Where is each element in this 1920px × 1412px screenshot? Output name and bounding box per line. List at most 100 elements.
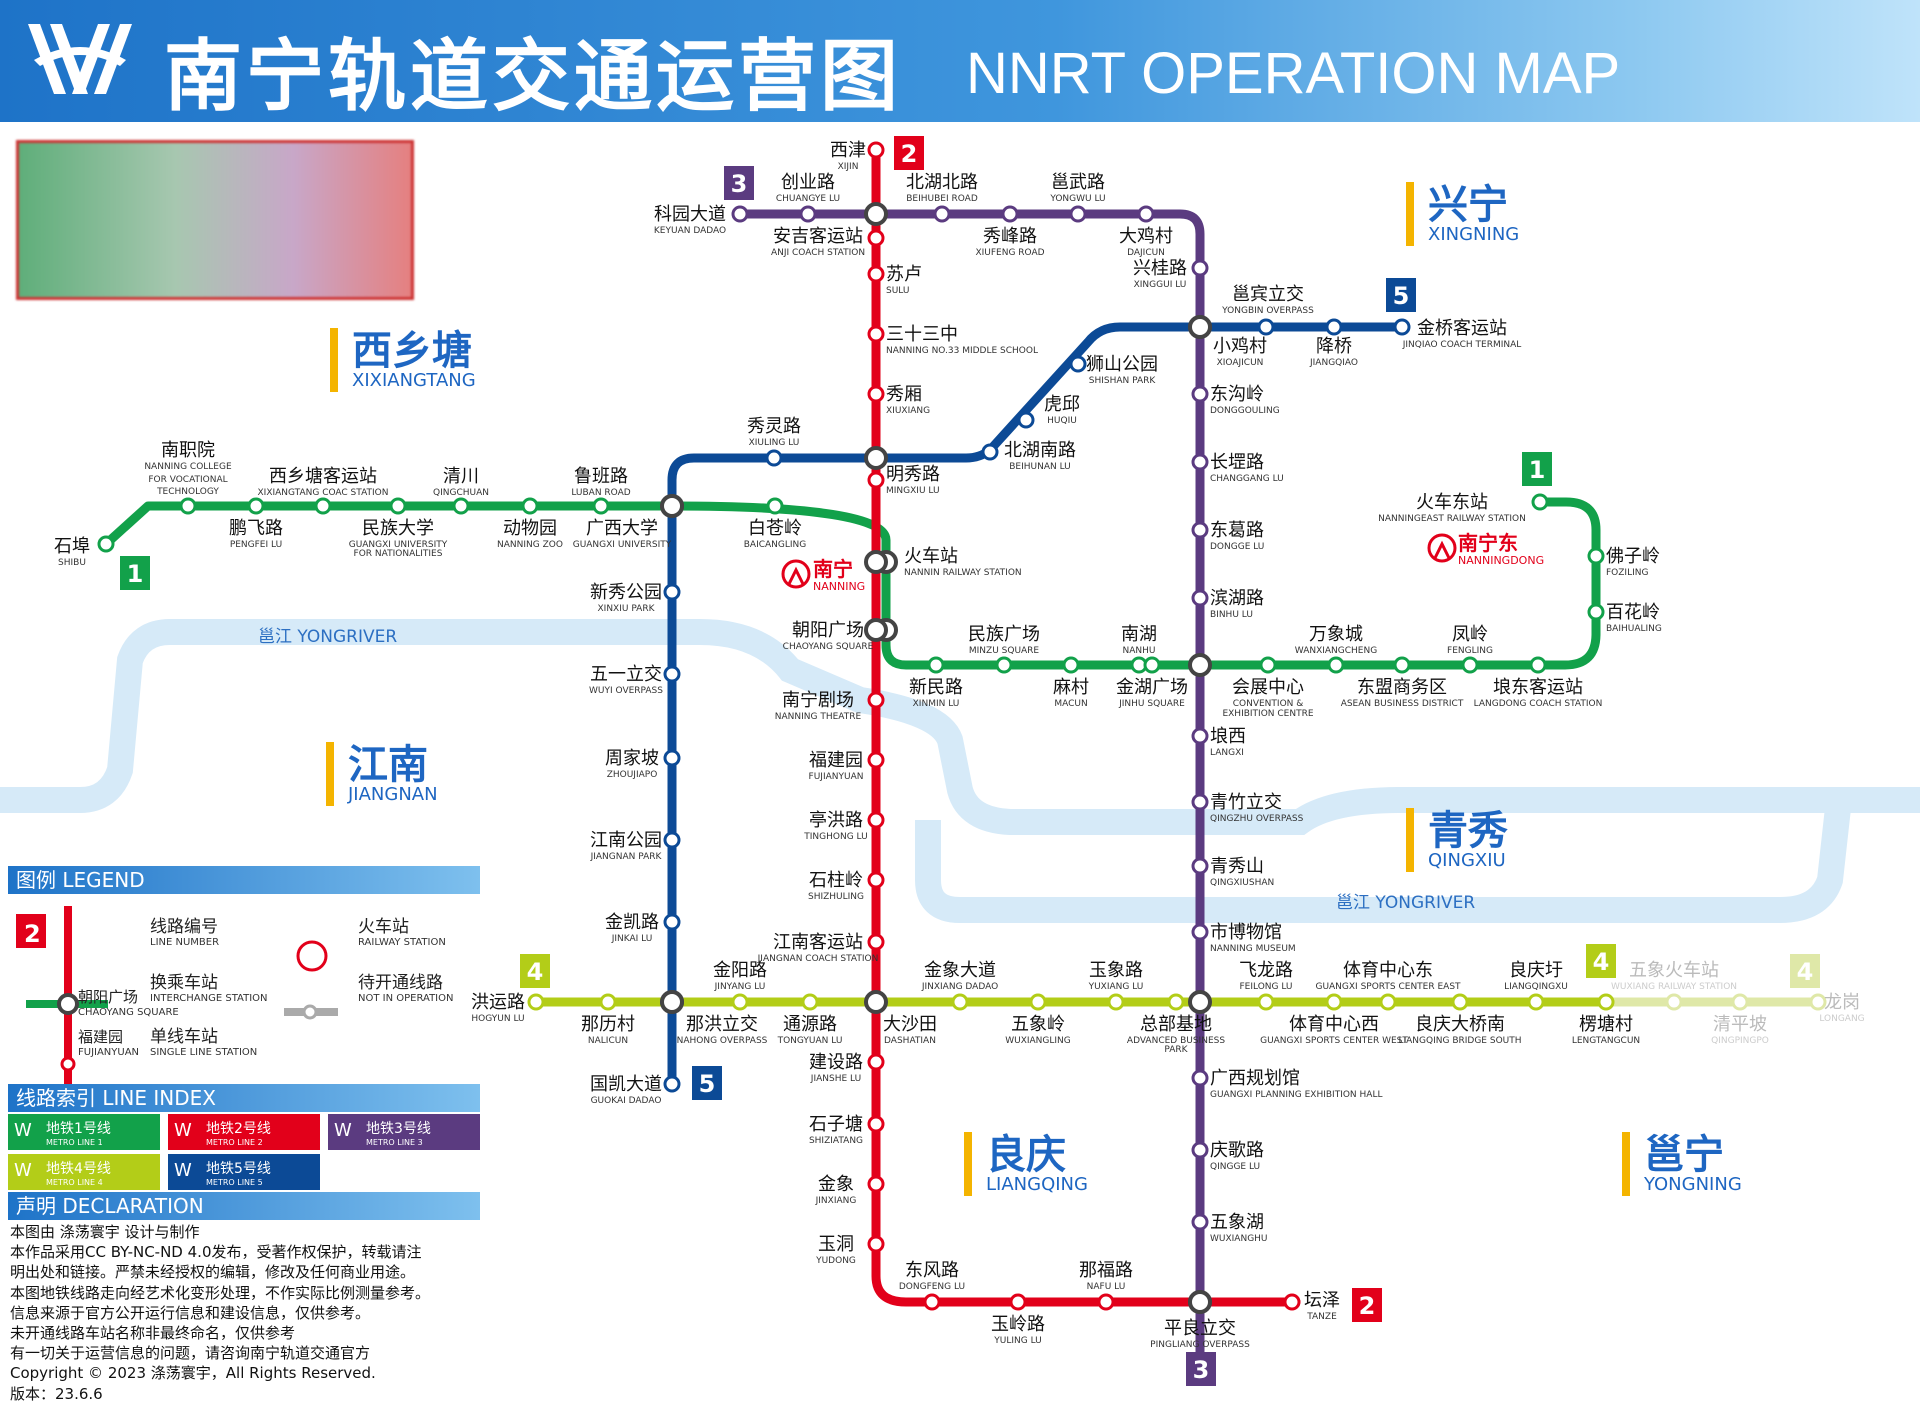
interchange-dot[interactable] — [864, 550, 888, 574]
station-dot[interactable] — [1283, 1293, 1301, 1311]
station-dot[interactable] — [1191, 793, 1209, 811]
station-dot[interactable] — [1451, 993, 1469, 1011]
station-dot[interactable] — [731, 205, 749, 223]
station-dot[interactable] — [1062, 656, 1080, 674]
station-dot[interactable] — [867, 871, 885, 889]
station-dot[interactable] — [801, 993, 819, 1011]
station-dot[interactable] — [1587, 603, 1605, 621]
station-dot[interactable] — [1001, 205, 1019, 223]
station-dot[interactable] — [867, 325, 885, 343]
station-dot[interactable] — [1531, 493, 1549, 511]
interchange-dot[interactable] — [1188, 1290, 1212, 1314]
station-dot[interactable] — [599, 993, 617, 1011]
interchange-dot[interactable] — [660, 494, 684, 518]
station-dot[interactable] — [1029, 993, 1047, 1011]
interchange-dot[interactable] — [1188, 990, 1212, 1014]
station-dot[interactable] — [247, 497, 265, 515]
station-dot[interactable] — [527, 993, 545, 1011]
station-dot[interactable] — [933, 205, 951, 223]
station-dot[interactable] — [1191, 923, 1209, 941]
station-dot[interactable] — [1069, 355, 1087, 373]
interchange-dot[interactable] — [864, 990, 888, 1014]
station-dot[interactable] — [663, 749, 681, 767]
station-dot[interactable] — [97, 535, 115, 553]
station-dot[interactable] — [867, 385, 885, 403]
station-dot[interactable] — [867, 141, 885, 159]
station-dot[interactable] — [766, 497, 784, 515]
station-dot[interactable] — [1257, 993, 1275, 1011]
station-dot[interactable] — [1069, 205, 1087, 223]
station-dot[interactable] — [867, 229, 885, 247]
station-dot[interactable] — [867, 1115, 885, 1133]
station-dot[interactable] — [867, 471, 885, 489]
station-dot[interactable] — [1393, 318, 1411, 336]
station-dot[interactable] — [799, 205, 817, 223]
station-dot[interactable] — [1327, 656, 1345, 674]
station-dot[interactable] — [1461, 656, 1479, 674]
station-dot[interactable] — [981, 443, 999, 461]
station-dot[interactable] — [867, 1053, 885, 1071]
station-dot[interactable] — [314, 497, 332, 515]
interchange-dot[interactable] — [1188, 653, 1212, 677]
station-dot[interactable] — [867, 751, 885, 769]
station-dot[interactable] — [663, 913, 681, 931]
station-dot[interactable] — [1191, 453, 1209, 471]
station-dot[interactable] — [521, 497, 539, 515]
station-dot[interactable] — [927, 656, 945, 674]
station-dot[interactable] — [663, 831, 681, 849]
station-dot[interactable] — [1191, 1141, 1209, 1159]
station-dot[interactable] — [1143, 656, 1161, 674]
station-dot[interactable] — [1137, 205, 1155, 223]
station-dot[interactable] — [1325, 318, 1343, 336]
interchange-dot[interactable] — [1188, 315, 1212, 339]
station-dot[interactable] — [1009, 1293, 1027, 1311]
interchange-dot[interactable] — [864, 446, 888, 470]
station-dot[interactable] — [1259, 656, 1277, 674]
station-dot[interactable] — [1191, 1213, 1209, 1231]
station-dot[interactable] — [867, 1175, 885, 1193]
station-dot[interactable] — [1379, 993, 1397, 1011]
station-dot[interactable] — [663, 583, 681, 601]
station-dot[interactable] — [1257, 318, 1275, 336]
station-dot[interactable] — [1527, 993, 1545, 1011]
station-dot[interactable] — [1731, 993, 1749, 1011]
station-dot[interactable] — [179, 497, 197, 515]
station-dot[interactable] — [389, 497, 407, 515]
station-dot[interactable] — [1191, 521, 1209, 539]
station-dot[interactable] — [1191, 857, 1209, 875]
station-name-en: YONGWU LU — [1049, 194, 1105, 204]
station-dot[interactable] — [1191, 727, 1209, 745]
station-dot[interactable] — [663, 1075, 681, 1093]
station-dot[interactable] — [1587, 547, 1605, 565]
station-dot[interactable] — [867, 265, 885, 283]
station-dot[interactable] — [867, 811, 885, 829]
station-dot[interactable] — [663, 665, 681, 683]
station-dot[interactable] — [731, 993, 749, 1011]
station-dot[interactable] — [867, 691, 885, 709]
interchange-dot[interactable] — [660, 990, 684, 1014]
interchange-dot[interactable] — [864, 618, 888, 642]
station-dot[interactable] — [1191, 385, 1209, 403]
station-dot[interactable] — [1393, 656, 1411, 674]
station-dot[interactable] — [1191, 259, 1209, 277]
station-dot[interactable] — [1597, 993, 1615, 1011]
station-dot[interactable] — [592, 497, 610, 515]
station-dot[interactable] — [1017, 411, 1035, 429]
station-dot[interactable] — [1529, 656, 1547, 674]
station-dot[interactable] — [867, 933, 885, 951]
station-dot[interactable] — [1191, 1069, 1209, 1087]
station-dot[interactable] — [765, 449, 783, 467]
station-dot[interactable] — [951, 993, 969, 1011]
station-dot[interactable] — [1167, 993, 1185, 1011]
interchange-dot[interactable] — [864, 202, 888, 226]
station-dot[interactable] — [1107, 993, 1125, 1011]
station-dot[interactable] — [452, 497, 470, 515]
station-dot[interactable] — [1325, 993, 1343, 1011]
station-dot[interactable] — [995, 656, 1013, 674]
station-dot[interactable] — [867, 1235, 885, 1253]
station-dot[interactable] — [1097, 1293, 1115, 1311]
station-dot[interactable] — [923, 1293, 941, 1311]
station-dot[interactable] — [1665, 993, 1683, 1011]
station-dot[interactable] — [1191, 589, 1209, 607]
station-dot[interactable] — [1809, 993, 1827, 1011]
